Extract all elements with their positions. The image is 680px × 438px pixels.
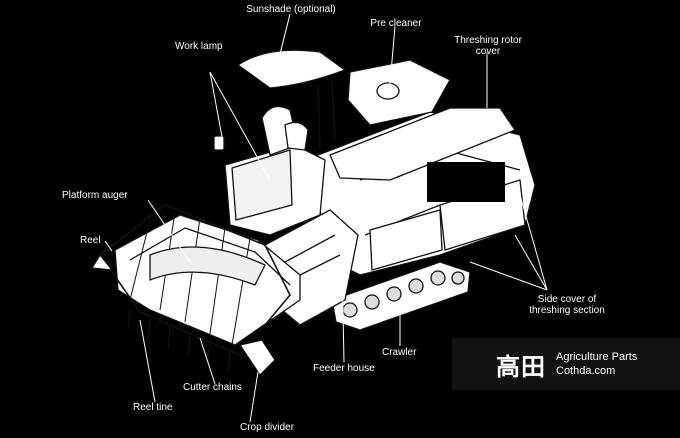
label-platform-auger: Platform auger: [62, 190, 128, 201]
sunshade: [237, 49, 346, 89]
leader-cutter-chains: [199, 337, 216, 385]
pre-cleaner: [376, 82, 400, 100]
leader-feeder-house: [341, 261, 345, 363]
label-pre-cleaner: Pre cleaner: [370, 18, 422, 29]
label-feeder-house: Feeder house: [313, 363, 375, 374]
crop-divider: [239, 339, 276, 376]
label-work-lamp: Work lamp: [175, 41, 223, 52]
watermark-line-1: Agriculture Parts: [556, 351, 638, 363]
label-crop-divider: Crop divider: [240, 422, 294, 433]
platform-auger: [149, 246, 266, 286]
leader-platform-auger: [147, 199, 191, 263]
leader-side-cover-2: [514, 234, 548, 291]
leader-crop-divider: [249, 371, 259, 423]
leader-side-cover-3: [469, 261, 548, 291]
threshing-rotor-cover: [329, 107, 516, 181]
label-side-cover: Side cover of threshing section: [529, 294, 605, 316]
watermark: 高田 Agriculture Parts Cothda.com: [452, 338, 680, 390]
leader-pre-cleaner: [389, 25, 396, 85]
label-reel-tine: Reel tine: [133, 402, 173, 413]
leader-work-lamp-1: [209, 71, 223, 138]
label-threshing-rotor-cover: Threshing rotor cover: [454, 35, 522, 57]
reel: [99, 204, 291, 356]
label-sunshade: Sunshade (optional): [246, 4, 336, 15]
leader-reel: [104, 240, 113, 252]
leader-work-lamp-2: [209, 71, 271, 181]
watermark-logo: 高田: [496, 352, 546, 381]
work-lamp: [213, 135, 225, 151]
label-crawler: Crawler: [382, 347, 417, 358]
leader-sunshade: [277, 13, 291, 63]
leader-reel-tine: [139, 319, 156, 403]
label-cutter-chains: Cutter chains: [183, 382, 242, 393]
redaction-box: [427, 162, 505, 202]
label-reel: Reel: [80, 235, 101, 246]
watermark-line-2: Cothda.com: [556, 365, 616, 377]
leader-side-cover-1: [519, 194, 548, 291]
